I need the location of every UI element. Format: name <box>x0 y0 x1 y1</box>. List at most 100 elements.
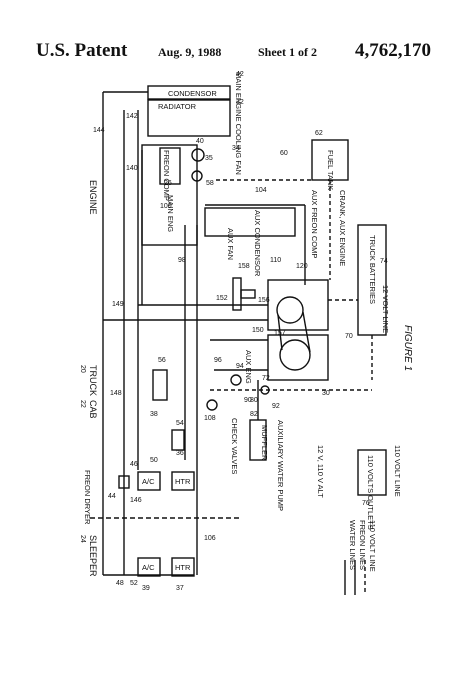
ref-76: 76 <box>362 500 370 507</box>
ac-sleeper-box <box>137 557 161 577</box>
ref-106: 106 <box>204 535 216 542</box>
label-htr-cab: HTR <box>175 477 191 486</box>
ref-82: 82 <box>250 411 258 418</box>
ref-90: 90 <box>244 397 252 404</box>
legend-volt-label: 110 VOLT LINE <box>368 520 377 572</box>
main-eng-box <box>141 144 198 246</box>
label-crank-aux-engine: CRANK, AUX ENGINE <box>338 190 347 266</box>
ref-60: 60 <box>280 150 288 157</box>
ref-48: 48 <box>116 580 124 587</box>
ac-cab-box <box>137 471 161 491</box>
ref-42: 42 <box>236 71 244 78</box>
check-valve-108 <box>206 399 218 411</box>
valve-54 <box>171 429 185 451</box>
label-aux-water-pump: AUXILIARY WATER PUMP <box>276 420 285 511</box>
label-aux-freon-comp: AUX FREON COMP <box>310 190 319 258</box>
label-freon-comp: FREON COMP <box>162 150 171 201</box>
label-alt: 12 V, 110 V ALT <box>316 445 325 498</box>
figure-title: FIGURE 1 <box>402 325 413 371</box>
ref-70: 70 <box>345 333 353 340</box>
patent-office: U.S. Patent <box>36 40 128 61</box>
label-htr-sleeper: HTR <box>175 563 191 572</box>
ref-108: 108 <box>204 415 216 422</box>
ref-38: 38 <box>150 411 158 418</box>
htr-cab-box <box>171 471 195 491</box>
ref-56: 56 <box>158 357 166 364</box>
label-aux-condensor: AUX CONDENSOR <box>253 210 262 277</box>
ref-52: 52 <box>130 580 138 587</box>
ref-39: 39 <box>142 585 150 592</box>
ref-62: 62 <box>315 130 323 137</box>
crank-pulley-bottom <box>279 339 311 371</box>
label-outlets: 110 VOLTS OUTLETS <box>366 455 375 530</box>
ref-142: 142 <box>126 113 138 120</box>
ref-96: 96 <box>214 357 222 364</box>
label-ac-cab: A/C <box>142 477 155 486</box>
ref-140: 140 <box>126 165 138 172</box>
outlets-box <box>357 449 387 496</box>
ref-54: 54 <box>176 420 184 427</box>
label-freon-dryer: FREON DRYER <box>83 470 92 525</box>
ref-36: 36 <box>176 450 184 457</box>
zone-sleeper-num: 24 <box>79 535 86 543</box>
legend-water-label: WATER LINES <box>348 520 357 570</box>
ref-32: 32 <box>236 99 244 106</box>
ref-149: 149 <box>112 301 124 308</box>
sheet-number: Sheet 1 of 2 <box>258 45 317 59</box>
ref-158: 158 <box>238 263 250 270</box>
label-condensor: CONDENSOR <box>168 89 217 98</box>
ref-98: 98 <box>178 257 186 264</box>
ref-34: 34 <box>232 145 240 152</box>
ref-120: 120 <box>296 263 308 270</box>
zone-sleeper: SLEEPER <box>88 535 98 577</box>
zone-cab: CAB <box>88 400 98 419</box>
ref-74: 74 <box>380 258 388 265</box>
label-110-volt-line: 110 VOLT LINE <box>393 445 402 497</box>
heater-core-56 <box>152 369 168 401</box>
check-valve-94 <box>230 374 242 386</box>
fan-pulley-40 <box>191 148 205 162</box>
radiator-box <box>147 99 231 137</box>
aux-eng-box <box>267 334 329 381</box>
ref-26: 26 <box>164 180 172 187</box>
ref-156: 156 <box>258 297 270 304</box>
label-main-eng: MAIN ENG <box>166 195 175 232</box>
zone-truck-num: 20 <box>79 365 86 373</box>
ref-104: 104 <box>255 187 267 194</box>
aux-condensor-box <box>204 207 296 237</box>
ref-40: 40 <box>196 138 204 145</box>
label-check-valves: CHECK VALVES <box>230 418 239 474</box>
aux-fan-hub <box>240 289 256 299</box>
label-main-engine-fan: MAIN ENGINE COOLING FAN <box>234 72 243 175</box>
zone-truck: TRUCK <box>88 365 98 396</box>
ref-50: 50 <box>150 457 158 464</box>
label-12-volt-line: 12 VOLT LINE <box>381 285 390 333</box>
ref-94: 94 <box>236 363 244 370</box>
htr-sleeper-box <box>171 557 195 577</box>
ref-44: 44 <box>108 493 116 500</box>
label-fuel-tank: FUEL TANK <box>326 150 335 190</box>
ref-152: 152 <box>216 295 228 302</box>
condensor-box <box>147 85 231 100</box>
ref-92: 92 <box>272 403 280 410</box>
ref-150: 150 <box>252 327 264 334</box>
label-radiator: RADIATOR <box>158 102 197 111</box>
ref-146: 146 <box>130 497 142 504</box>
ref-110: 110 <box>270 257 281 264</box>
label-muffler: MUFFLER <box>260 425 269 461</box>
belt-a <box>277 314 283 351</box>
zone-engine: ENGINE <box>88 180 98 215</box>
label-ac-sleeper: A/C <box>142 563 155 572</box>
water-pump-90 <box>260 385 270 395</box>
ref-37: 37 <box>176 585 184 592</box>
patent-number: 4,762,170 <box>355 40 431 61</box>
label-aux-fan: AUX FAN <box>226 228 235 260</box>
aux-freon-comp-box <box>267 279 329 331</box>
ref-148: 148 <box>110 390 122 397</box>
zone-cab-num: 22 <box>79 400 86 408</box>
ref-144: 144 <box>93 127 105 134</box>
ref-46: 46 <box>130 461 138 468</box>
freon-dryer-node <box>118 475 130 489</box>
pulley-35 <box>191 170 203 182</box>
